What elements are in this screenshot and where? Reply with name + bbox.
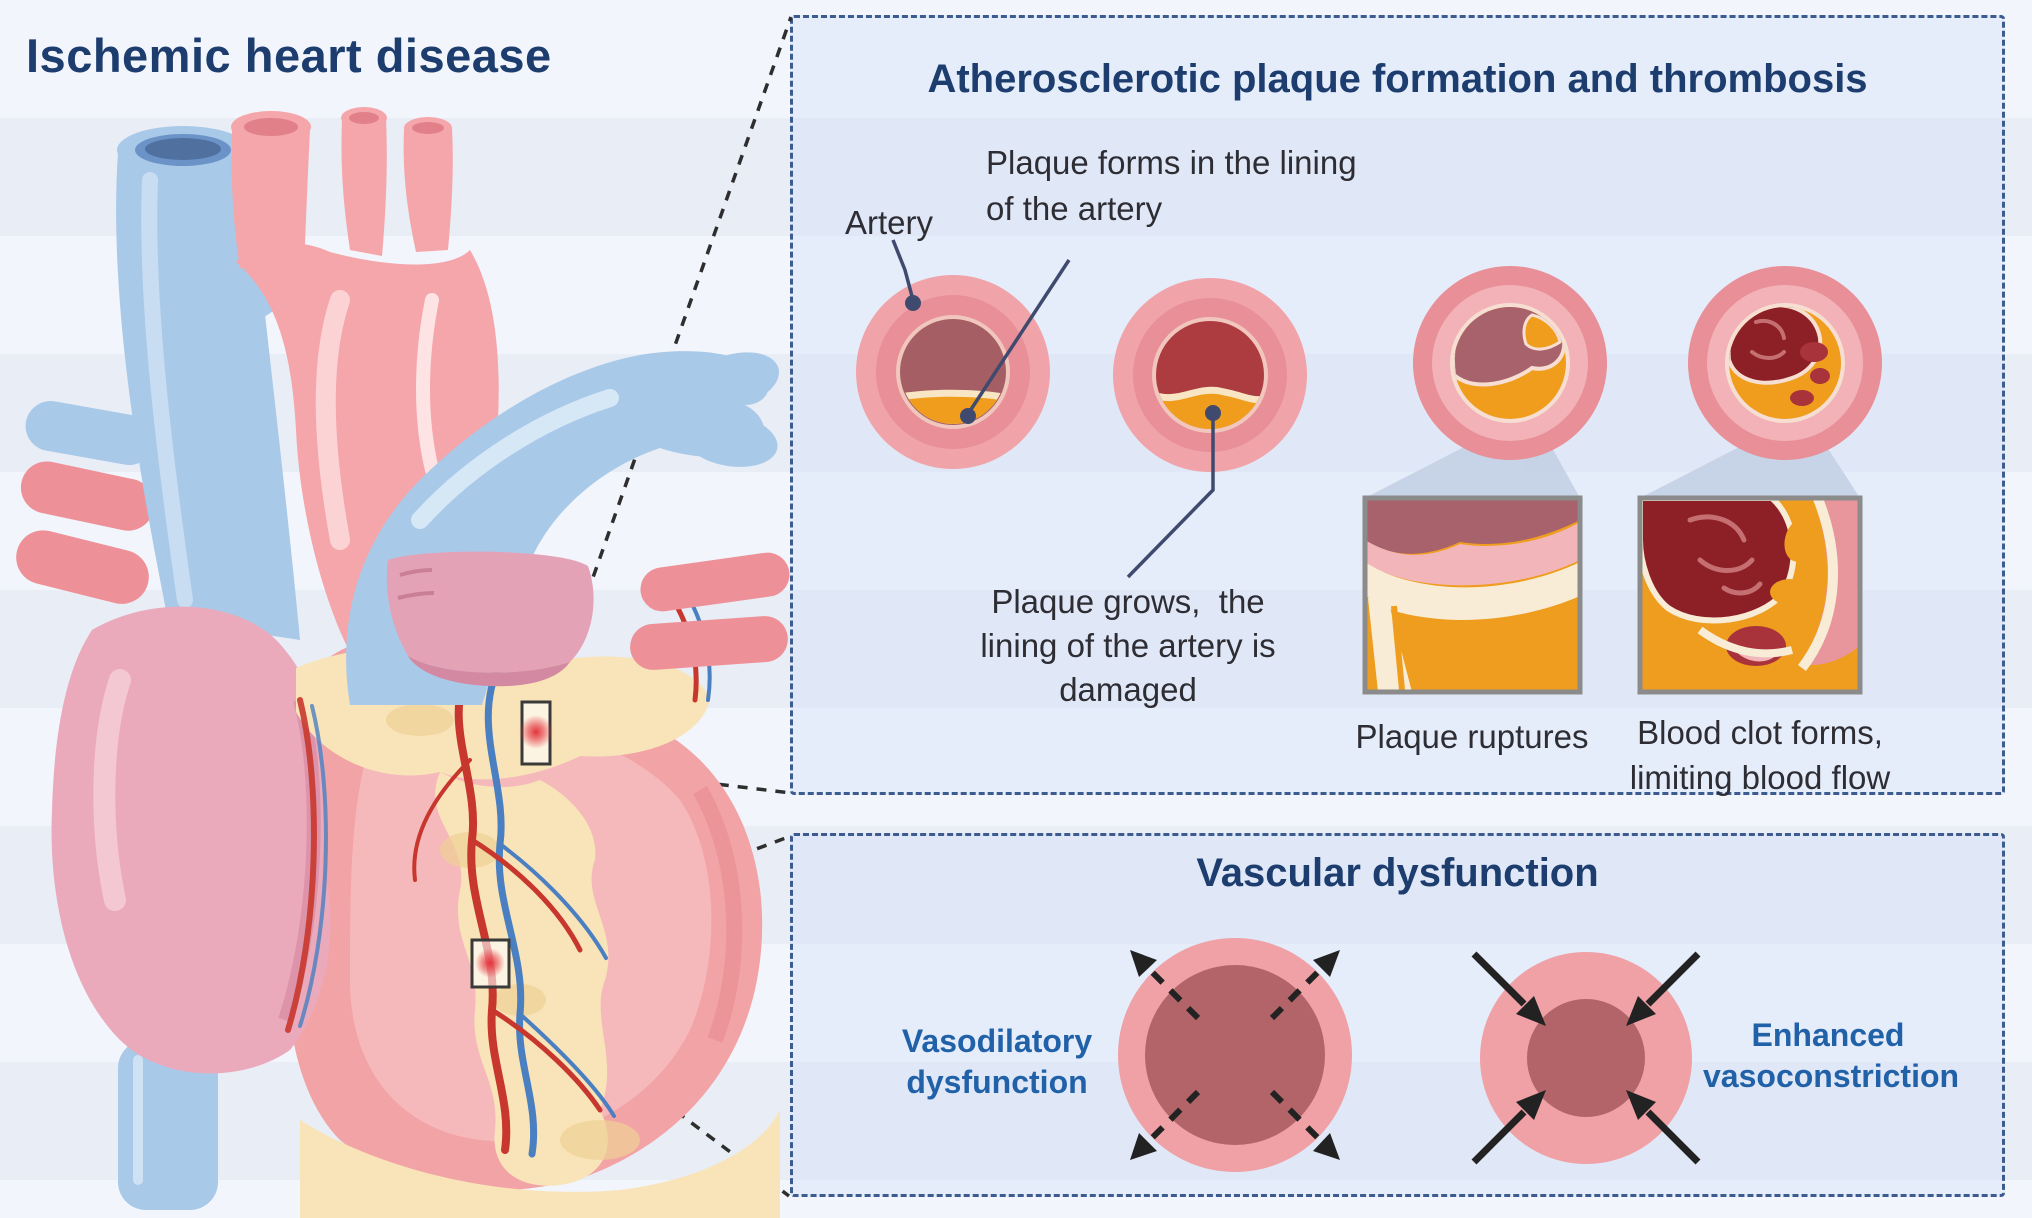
plaque-forms-line1: Plaque forms in the lining <box>986 144 1357 181</box>
pulmonary-artery <box>346 351 779 705</box>
vasodilatory-label-line2: dysfunction <box>906 1064 1088 1100</box>
superior-vena-cava <box>116 126 311 640</box>
right-pulmonary-vessels <box>16 401 155 604</box>
ischemia-marker-box-2 <box>470 938 511 989</box>
plaque-grows-label: Plaque grows, the lining of the artery i… <box>938 580 1318 712</box>
vasodilatory-label-line1: Vasodilatory <box>901 1023 1093 1059</box>
page-title: Ischemic heart disease <box>26 29 552 82</box>
artery-label: Artery <box>845 204 934 241</box>
inferior-vena-cava <box>118 1040 218 1210</box>
heart-illustration <box>16 107 790 1218</box>
atherosclerosis-panel-title: Atherosclerotic plaque formation and thr… <box>927 57 1868 101</box>
blood-clot-caption-line2: limiting blood flow <box>1629 759 1891 796</box>
heart-body <box>288 640 763 1191</box>
vasodilatory-dysfunction-label: Vasodilatory dysfunction <box>872 1021 1122 1103</box>
aorta <box>231 107 499 700</box>
ischemia-marker-box-1 <box>519 700 553 766</box>
vascular-dysfunction-panel-title: Vascular dysfunction <box>1196 851 1599 895</box>
plaque-forms-line2: of the artery <box>986 190 1163 227</box>
left-pulmonary-veins <box>630 552 790 670</box>
left-atrial-appendage <box>386 551 594 687</box>
vasoconstriction-label-line1: Enhanced <box>1751 1017 1905 1053</box>
blood-clot-caption: Blood clot forms, limiting blood flow <box>1600 710 1920 800</box>
plaque-grows-line3: damaged <box>1059 671 1197 708</box>
connector-lines <box>507 16 793 1198</box>
enhanced-vasoconstriction-label: Enhanced vasoconstriction <box>1703 1015 1960 1097</box>
vasoconstriction-label-line2: vasoconstriction <box>1703 1058 1960 1094</box>
plaque-ruptures-caption: Plaque ruptures <box>1355 718 1589 755</box>
right-atrium <box>51 606 331 1074</box>
epicardial-fat <box>296 644 780 1218</box>
plaque-grows-line2: lining of the artery is <box>980 627 1276 664</box>
vascular-dysfunction-panel <box>790 833 2005 1197</box>
blood-clot-caption-line1: Blood clot forms, <box>1637 714 1883 751</box>
coronary-vessels <box>285 574 712 1158</box>
plaque-forms-label: Plaque forms in the lining of the artery <box>986 140 1357 232</box>
plaque-grows-line1: Plaque grows, the <box>991 583 1265 620</box>
